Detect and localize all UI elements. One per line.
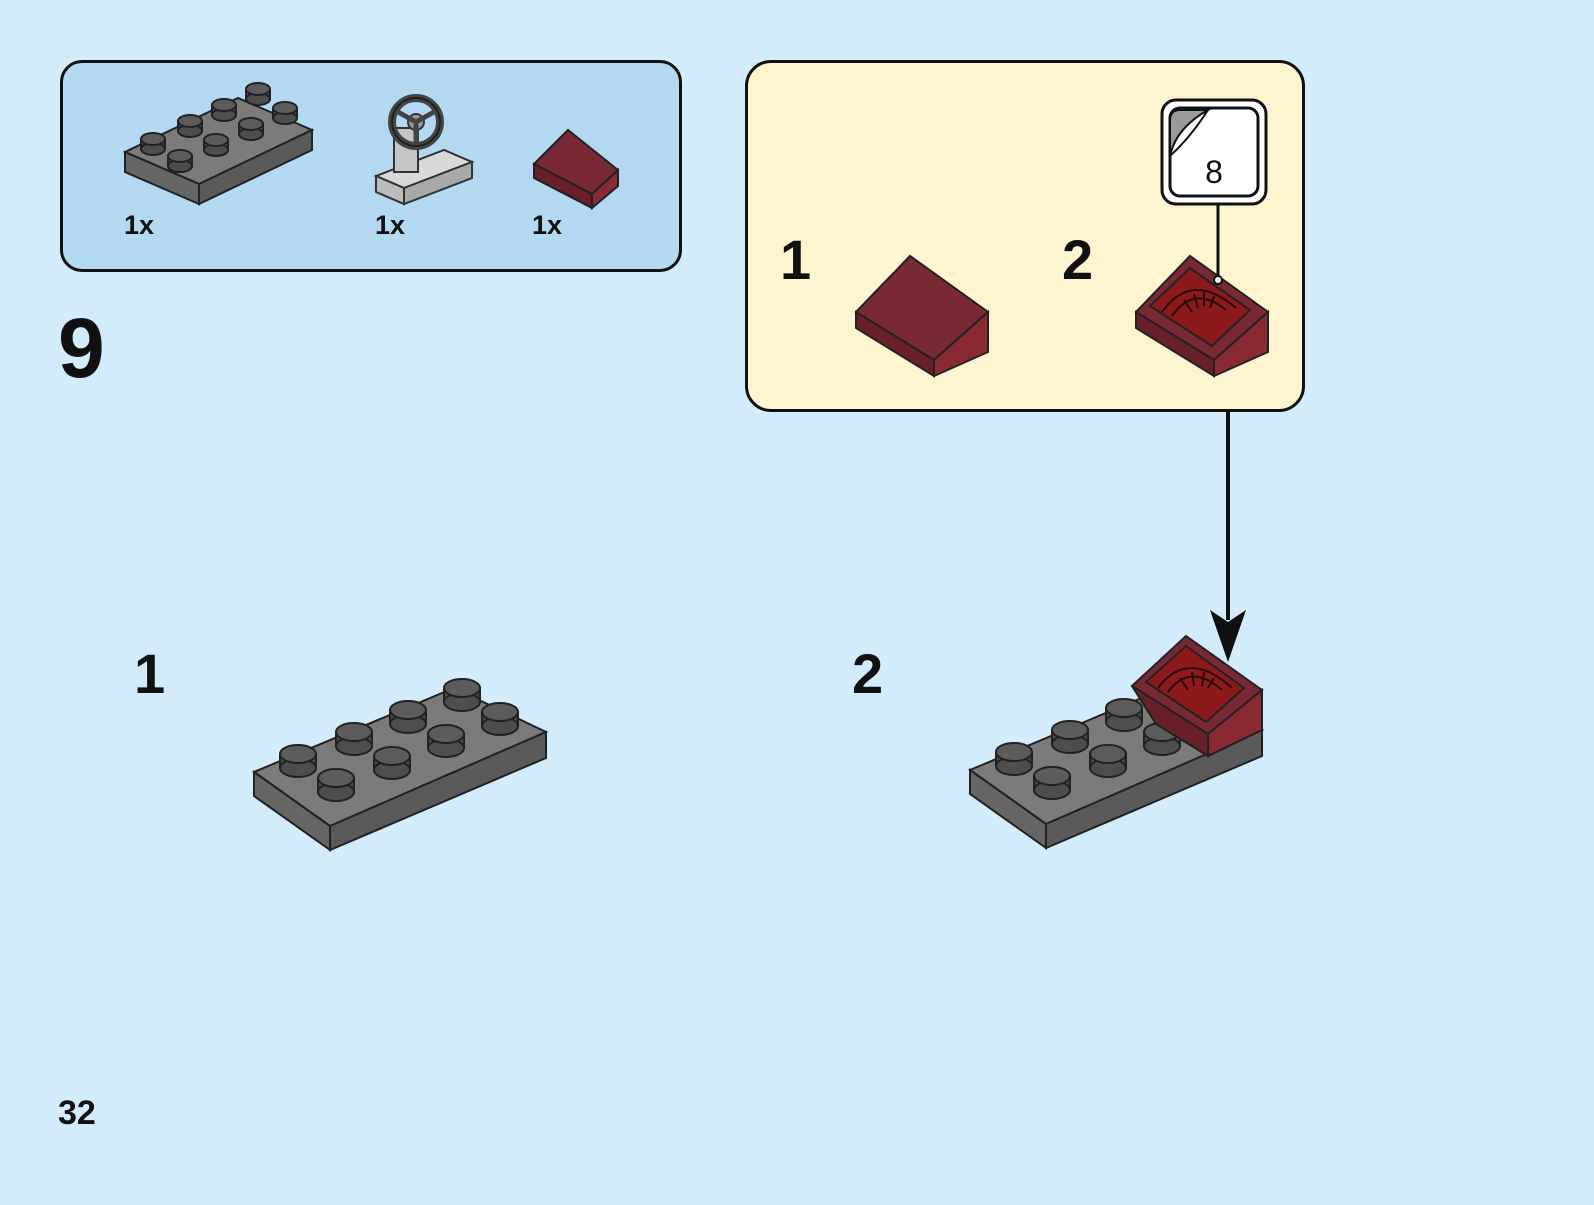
page-number: 32 xyxy=(58,1094,96,1132)
plate-with-slope-build-icon xyxy=(967,634,1265,850)
step-number: 9 xyxy=(58,301,105,395)
build-step-number: 2 xyxy=(852,642,884,705)
steering-wheel-stand-icon xyxy=(373,94,475,206)
part-quantity: 1x xyxy=(532,210,563,240)
placement-arrow-icon xyxy=(1210,410,1246,662)
slope-dark-red-icon xyxy=(854,254,990,378)
sticker-icon xyxy=(1160,98,1268,206)
part-quantity: 1x xyxy=(124,210,155,240)
plate-2x4-dark-grey-icon xyxy=(122,82,315,206)
plate-2x4-build-icon xyxy=(251,678,549,852)
sticker-number: 8 xyxy=(1205,154,1223,190)
sub-step-number: 2 xyxy=(1062,228,1094,291)
build-step-number: 1 xyxy=(134,642,166,705)
part-quantity: 1x xyxy=(375,210,406,240)
slope-with-sticker-icon xyxy=(1134,254,1270,378)
sticker-callout-line xyxy=(1213,200,1223,285)
slope-1x2-dark-red-icon xyxy=(532,128,620,211)
sub-step-number: 1 xyxy=(780,228,812,291)
